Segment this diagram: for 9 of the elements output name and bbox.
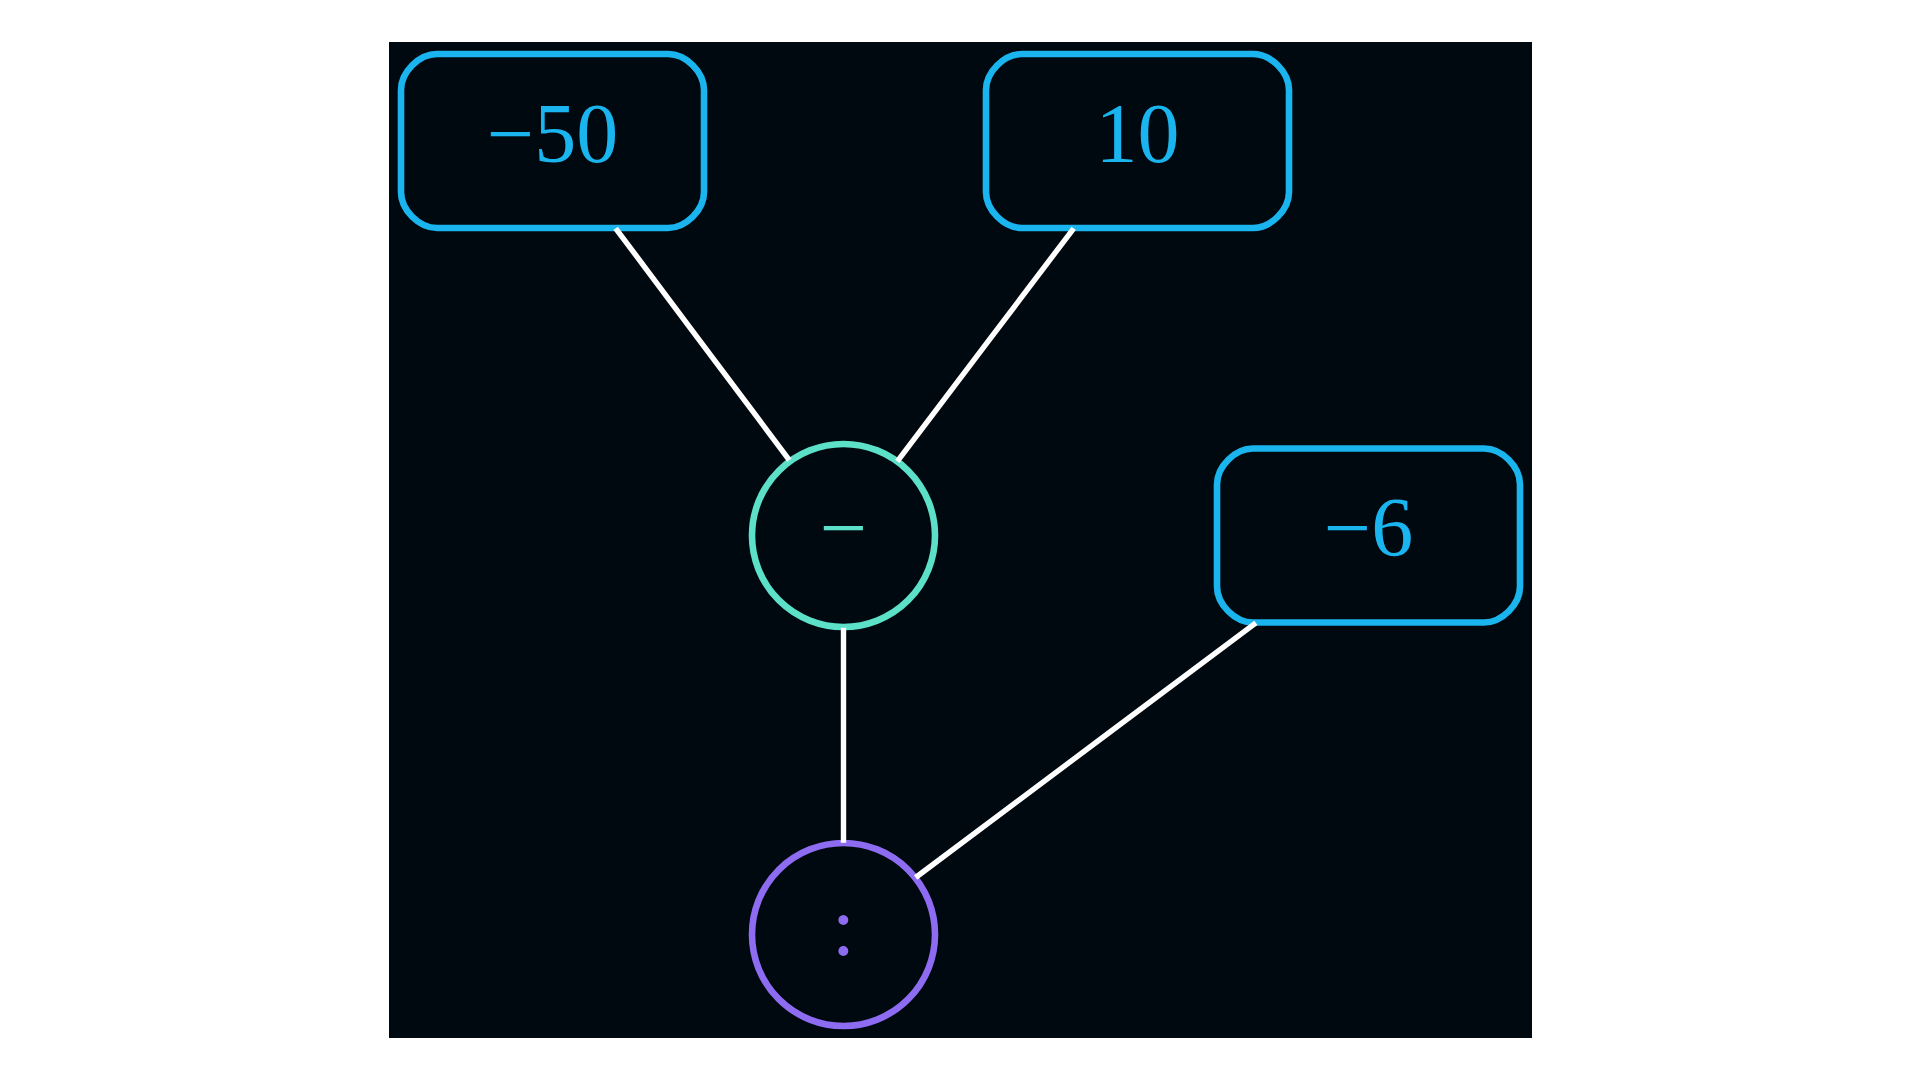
node-circle: − (748, 440, 938, 631)
node-box: −6 (1213, 445, 1523, 626)
node-box: −50 (397, 50, 707, 232)
connector (894, 226, 1076, 463)
connector (913, 620, 1257, 880)
node-circle: : (748, 839, 938, 1030)
connector (613, 226, 791, 462)
connector (840, 627, 846, 843)
node-box: 10 (982, 50, 1292, 232)
